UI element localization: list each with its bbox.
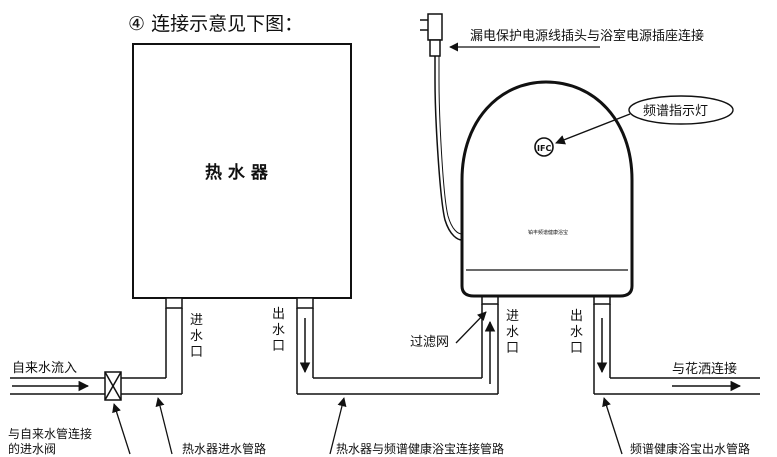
diagram-title: ④ 连接示意见下图： — [128, 13, 303, 35]
svg-text:进: 进 — [190, 313, 203, 328]
indicator-callout-arrow — [555, 113, 631, 145]
svg-text:口: 口 — [190, 345, 203, 360]
device-outlet-label: 出 水 口 — [570, 309, 583, 356]
inlet-valve — [104, 371, 122, 401]
heater-inlet-fitting — [165, 297, 183, 309]
indicator-badge: IFC — [537, 144, 551, 153]
heater-pipe-callout-arrow — [155, 397, 173, 455]
power-plug — [420, 13, 443, 57]
tap-pipe — [10, 377, 105, 395]
heater-inlet-pipe — [121, 308, 183, 395]
device-outlet-pipe — [593, 304, 760, 395]
svg-text:水: 水 — [272, 323, 285, 338]
heater-to-device-pipe — [296, 304, 499, 395]
valve-callout-arrow — [112, 403, 131, 455]
water-heater-label: 热 水 器 — [205, 162, 269, 183]
plug-label: 漏电保护电源线插头与浴室电源插座连接 — [470, 28, 704, 44]
device-out-pipe-label: 频谱健康浴宝出水管路 — [630, 441, 750, 456]
connect-pipe-callout-arrow — [329, 397, 347, 455]
device-brand-text: 铂丰频谱健康浴宝 — [528, 229, 568, 236]
svg-text:出: 出 — [570, 309, 583, 324]
svg-text:出: 出 — [272, 307, 285, 322]
filter-label: 过滤网 — [410, 335, 449, 350]
shower-label: 与花洒连接 — [672, 361, 737, 377]
valve-label-line2: 的进水阀 — [8, 441, 56, 456]
valve-label-line1: 与自来水管连接 — [8, 426, 92, 441]
heater-outlet-fitting — [296, 297, 314, 309]
svg-text:口: 口 — [570, 341, 583, 356]
health-bath-device — [460, 80, 634, 298]
svg-text:口: 口 — [272, 339, 285, 354]
indicator-light — [534, 137, 554, 157]
connect-pipe-label: 热水器与频谱健康浴宝连接管路 — [336, 441, 504, 456]
svg-text:口: 口 — [506, 341, 519, 356]
power-cord-inner — [438, 56, 463, 235]
device-out-pipe-callout-arrow — [602, 397, 623, 455]
heater-pipe-label: 热水器进水管路 — [182, 441, 266, 456]
svg-text:水: 水 — [190, 329, 203, 344]
svg-text:水: 水 — [570, 325, 583, 340]
tap-in-label: 自来水流入 — [12, 361, 77, 376]
filter-callout-arrow — [455, 311, 487, 344]
water-heater — [132, 43, 352, 299]
svg-text:水: 水 — [506, 325, 519, 340]
device-inlet-label: 进 水 口 — [506, 309, 519, 356]
power-cord — [434, 56, 463, 241]
indicator-callout-bubble — [628, 95, 734, 125]
heater-inlet-label: 进 水 口 — [190, 313, 203, 360]
svg-text:进: 进 — [506, 309, 519, 324]
indicator-label: 频谱指示灯 — [643, 104, 708, 119]
heater-outlet-label: 出 水 口 — [272, 307, 285, 354]
